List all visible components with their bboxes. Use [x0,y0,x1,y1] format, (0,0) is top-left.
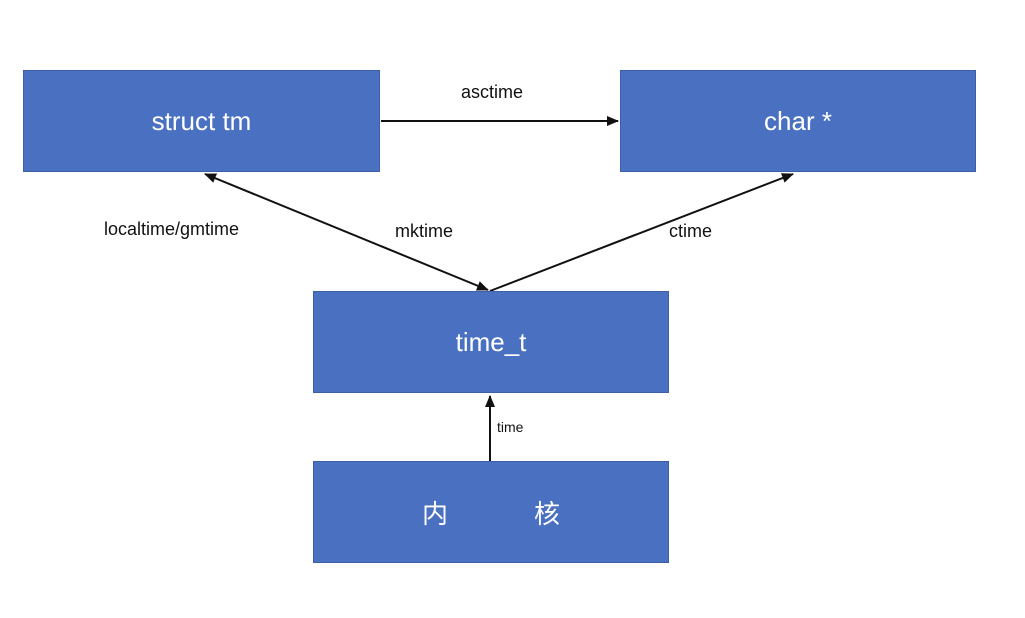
node-char-ptr: char * [620,70,976,172]
edge-label-time: time [497,419,524,435]
node-struct-tm-label: struct tm [151,105,252,136]
edge-struct-tm-time-t [204,173,489,291]
edge-label-localtime-gmtime: localtime/gmtime [104,219,240,239]
edge-ctime [489,173,794,292]
node-time-t-label: time_t [455,326,527,357]
edge-label-asctime: asctime [461,82,524,102]
node-kernel-label-char-1: 内 [421,498,448,529]
node-struct-tm: struct tm [23,70,380,172]
node-char-ptr-label: char * [764,105,832,136]
node-time-t: time_t [313,291,669,393]
edge-label-ctime: ctime [669,221,713,241]
node-kernel: 内 核 [313,461,669,563]
edge-label-mktime: mktime [395,221,453,241]
node-kernel-label-char-2: 核 [534,498,561,529]
